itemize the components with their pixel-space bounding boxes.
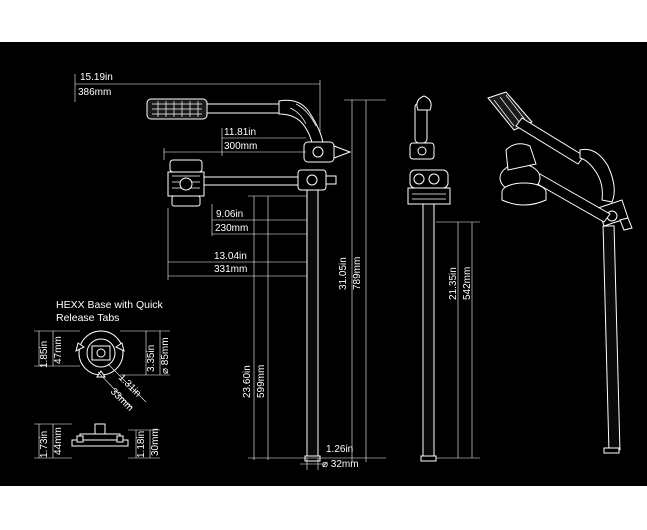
dim-total-width-mm: 386mm xyxy=(78,87,111,98)
dim-pole-diameter: 1.26in ⌀ 32mm xyxy=(248,444,386,470)
dim-arm-head-in: 11.81in xyxy=(224,127,256,138)
dim-base-diameter-in: 3.35in xyxy=(146,345,157,372)
dim-pole-diameter-in: 1.26in xyxy=(326,444,353,455)
dim-total-height-mm: 789mm xyxy=(352,257,363,290)
dim-side-pole-height-mm: 542mm xyxy=(462,267,473,300)
hexx-base-top-icon xyxy=(75,330,125,378)
dim-head-reach-mm: 230mm xyxy=(215,223,248,234)
dim-arm-reach: 13.04in 331mm xyxy=(167,208,307,280)
dim-pole-height: 23.60in 599mm xyxy=(242,195,307,460)
front-pole xyxy=(306,189,319,459)
front-view: 15.19in 386mm 11.81in 300mm xyxy=(74,72,386,470)
side-view: 21.35in 542mm xyxy=(407,95,480,462)
dim-head-reach-in: 9.06in xyxy=(216,209,243,220)
dim-base-height-in: 1.73in xyxy=(39,431,50,458)
hexx-base-side-icon xyxy=(71,423,129,447)
drawing-background xyxy=(0,42,647,486)
dim-total-height: 31.05in 789mm xyxy=(338,99,386,462)
dim-arm-reach-mm: 331mm xyxy=(214,264,247,275)
arm-head-joint xyxy=(303,141,352,163)
front-pole-foot xyxy=(304,455,321,462)
dim-arm-head-mm: 300mm xyxy=(224,141,257,152)
dim-side-pole-height: 21.35in 542mm xyxy=(436,221,480,459)
dim-head-reach: 9.06in 230mm xyxy=(211,204,307,236)
dim-total-width-in: 15.19in xyxy=(80,72,113,83)
perspective-view xyxy=(487,91,633,454)
base-title-line2: Release Tabs xyxy=(56,312,119,324)
dim-base-height: 1.73in 44mm xyxy=(34,423,72,459)
dim-side-pole-height-in: 21.35in xyxy=(448,267,459,300)
side-pole xyxy=(422,203,435,459)
dim-tab-width: 1.85in 47mm xyxy=(34,330,80,368)
dim-pole-height-in: 23.60in xyxy=(242,365,253,398)
dim-arm-head: 11.81in 300mm xyxy=(163,127,306,160)
dim-total-width: 15.19in 386mm xyxy=(74,72,321,150)
dim-tab-height-mm: 30mm xyxy=(150,428,161,456)
dim-pole-height-mm: 599mm xyxy=(256,365,267,398)
dim-tab-height: 1.18in 30mm xyxy=(128,428,161,459)
ball-head-icon xyxy=(167,159,205,207)
base-title-line1: HEXX Base with Quick xyxy=(56,299,164,311)
dim-total-height-in: 31.05in xyxy=(338,257,349,290)
dim-base-diameter-mm: ⌀ 85mm xyxy=(160,337,171,374)
dim-pole-diameter-mm: ⌀ 32mm xyxy=(322,459,359,470)
dim-arm-reach-in: 13.04in xyxy=(214,251,247,262)
dim-base-diameter: 3.35in ⌀ 85mm xyxy=(120,330,171,376)
dim-tab-width-in: 1.85in xyxy=(39,341,50,368)
dim-tab-height-in: 1.18in xyxy=(136,431,147,458)
dim-tab-width-mm: 47mm xyxy=(53,336,64,364)
dim-base-height-mm: 44mm xyxy=(53,427,64,455)
